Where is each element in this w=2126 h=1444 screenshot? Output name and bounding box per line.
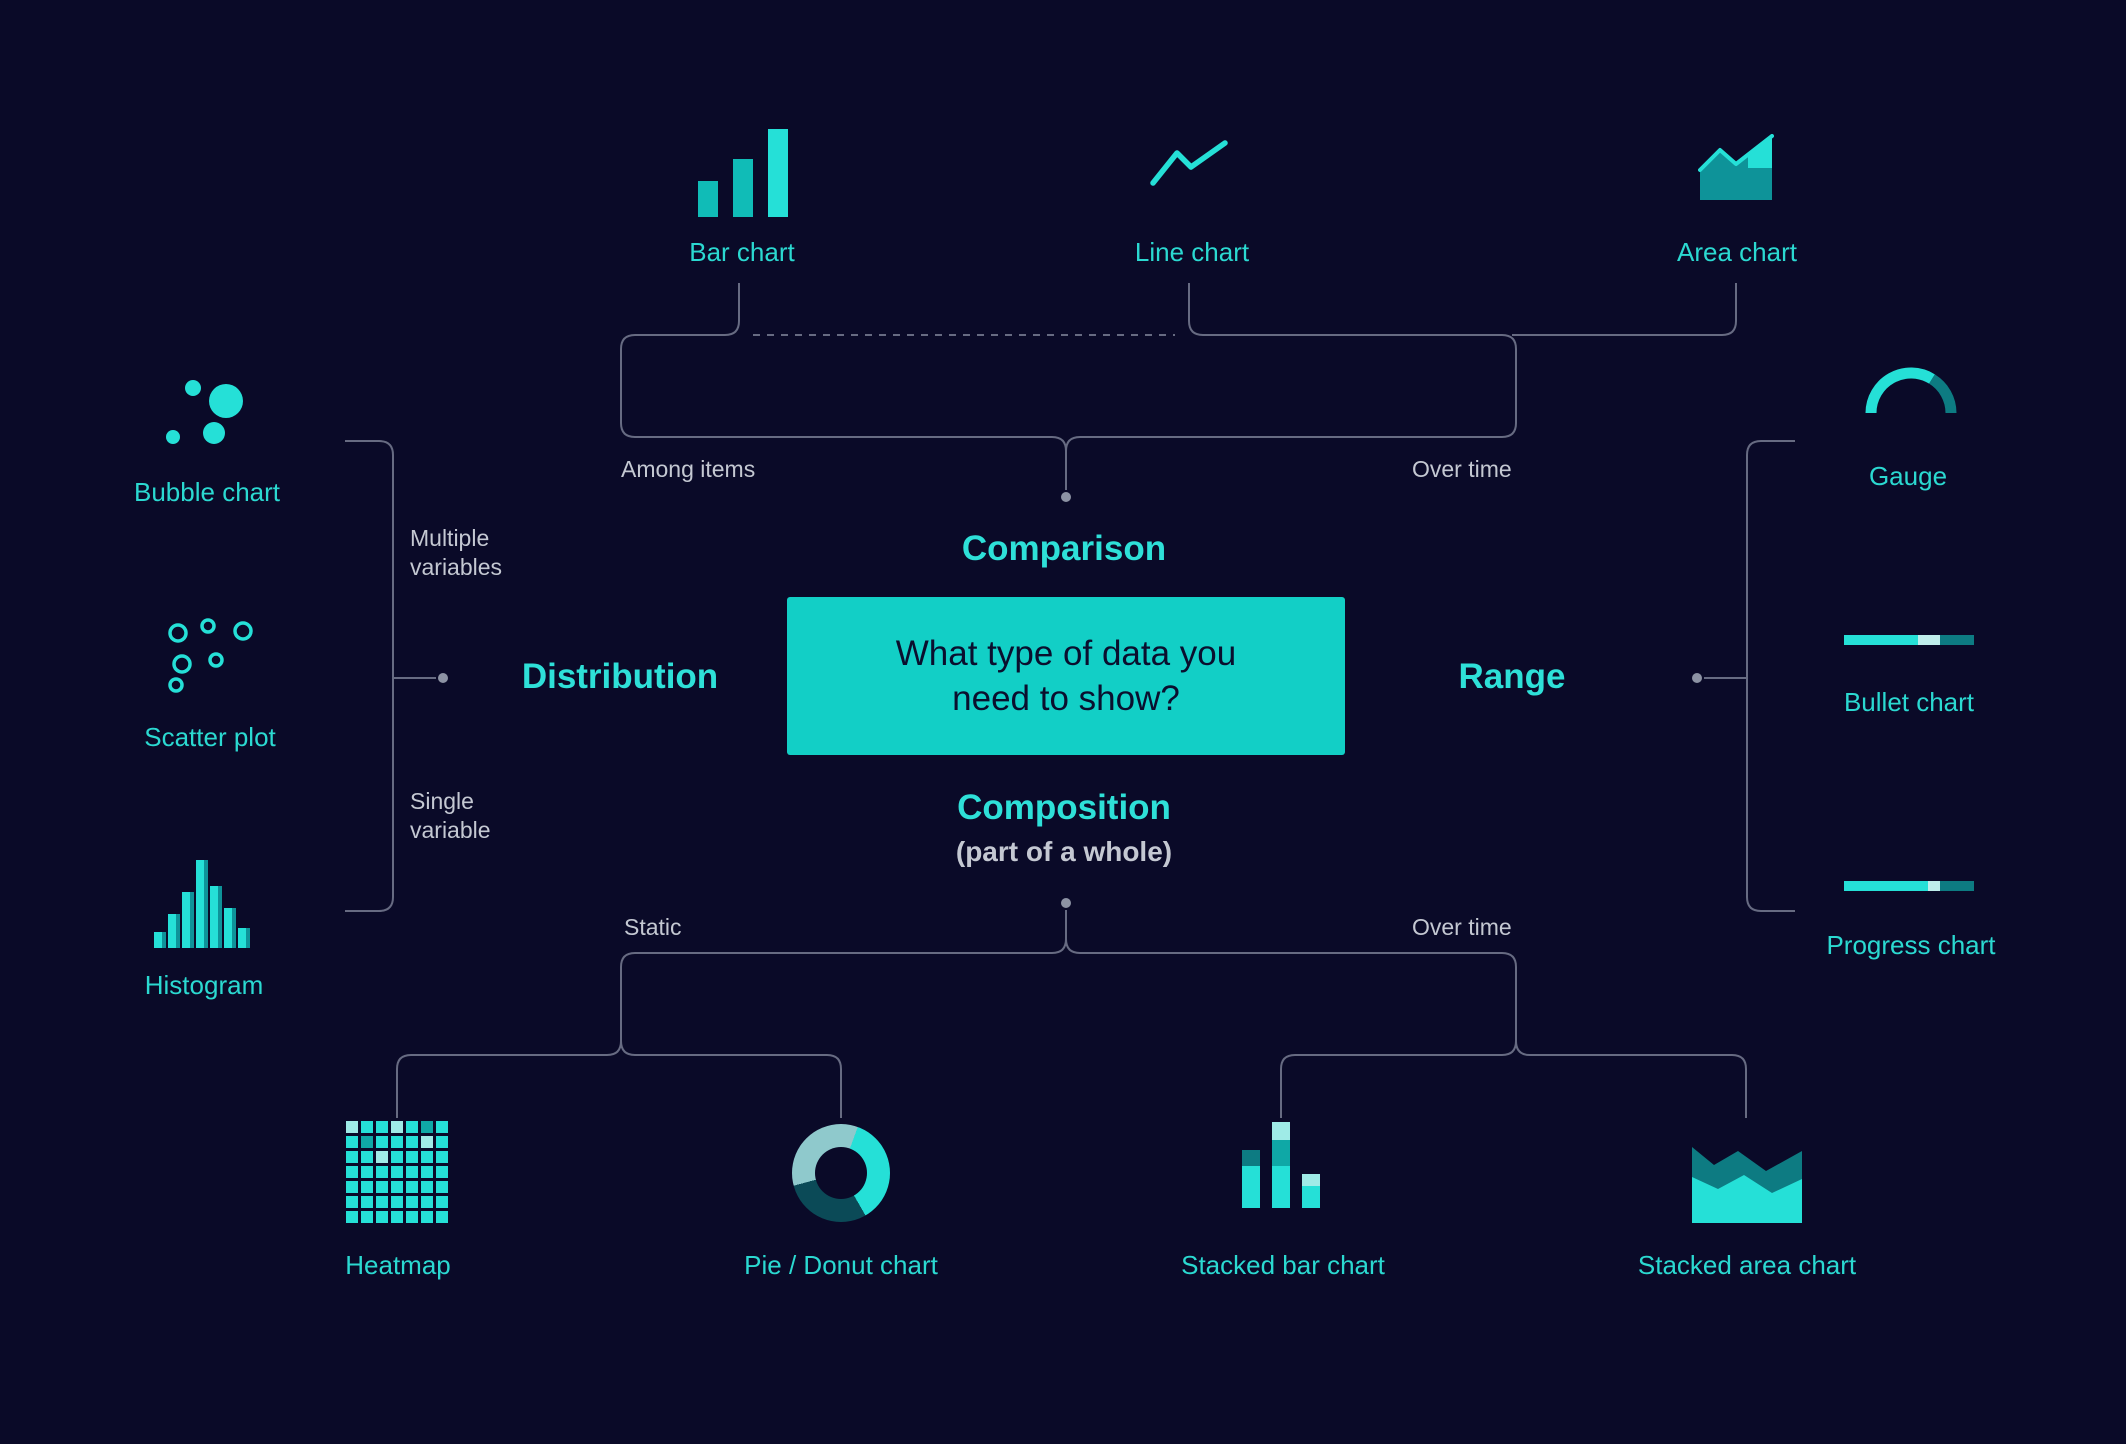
- histogram-label: Histogram: [144, 970, 264, 1000]
- progress-chart-label: Progress chart: [1826, 930, 1996, 960]
- stacked-area-chart-icon: [1692, 1147, 1802, 1223]
- pie-donut-chart-icon: [792, 1124, 890, 1222]
- progress-chart-icon: [1844, 881, 1974, 891]
- stacked-bar-chart-icon: [1242, 1122, 1320, 1208]
- scatter-plot-label: Scatter plot: [144, 722, 276, 752]
- area-chart-label: Area chart: [1677, 237, 1797, 267]
- range-junction-dot: [1692, 673, 1702, 683]
- category-distribution: Distribution: [521, 657, 719, 696]
- category-range: Range: [1458, 657, 1566, 696]
- center-question-box: What type of data you need to show?: [787, 597, 1345, 755]
- pie-donut-chart-label: Pie / Donut chart: [744, 1250, 938, 1280]
- category-composition: Composition: [957, 788, 1171, 827]
- histogram-icon: [154, 860, 250, 948]
- scatter-plot-icon: [168, 618, 253, 693]
- category-composition-subtitle: (part of a whole): [955, 836, 1173, 867]
- edge-label-static: Static: [624, 914, 682, 940]
- gauge-label: Gauge: [1868, 461, 1948, 491]
- stacked-area-chart-label: Stacked area chart: [1637, 1250, 1857, 1280]
- edge-label-among-items: Among items: [621, 456, 756, 482]
- edge-label-over-time-bottom: Over time: [1412, 914, 1512, 940]
- heatmap-icon: [346, 1121, 448, 1223]
- heatmap-label: Heatmap: [345, 1250, 451, 1280]
- line-chart-icon: [1150, 140, 1228, 186]
- stacked-bar-chart-label: Stacked bar chart: [1181, 1250, 1385, 1280]
- comparison-junction-dot: [1061, 492, 1071, 502]
- distribution-junction-dot: [438, 673, 448, 683]
- edge-label-multiple-variables: Multiple variables: [410, 525, 503, 580]
- edge-label-over-time-top: Over time: [1412, 456, 1512, 482]
- line-chart-label: Line chart: [1134, 237, 1250, 267]
- bubble-chart-label: Bubble chart: [134, 477, 280, 507]
- center-question-text: What type of data you need to show?: [895, 633, 1237, 719]
- bubble-chart-icon: [166, 380, 243, 444]
- bullet-chart-label: Bullet chart: [1843, 687, 1975, 717]
- gauge-icon: [1865, 367, 1957, 414]
- bar-chart-icon: [698, 129, 788, 217]
- edge-label-single-variable: Single variable: [410, 788, 491, 843]
- composition-junction-dot: [1061, 898, 1071, 908]
- area-chart-icon: [1698, 134, 1774, 200]
- bar-chart-label: Bar chart: [689, 237, 795, 267]
- category-comparison: Comparison: [961, 529, 1167, 568]
- bullet-chart-icon: [1844, 635, 1974, 645]
